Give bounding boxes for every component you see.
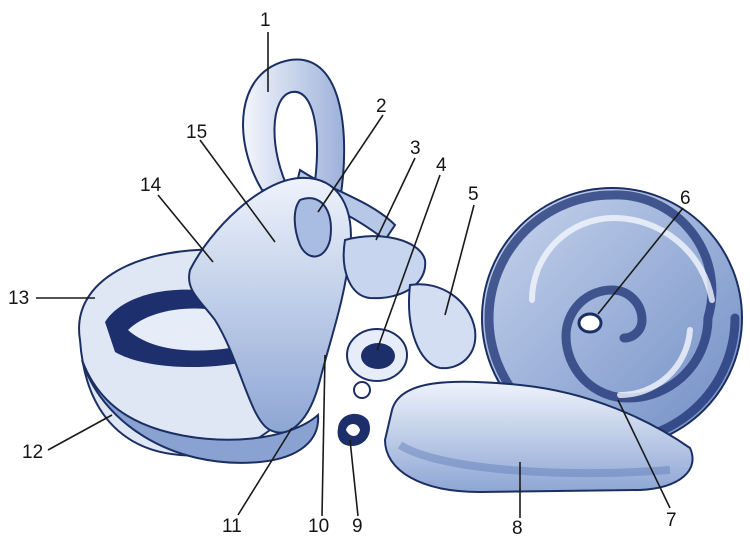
label-9: 9 bbox=[352, 516, 363, 536]
label-6: 6 bbox=[680, 188, 691, 209]
label-10: 10 bbox=[308, 516, 329, 536]
label-11: 11 bbox=[222, 516, 242, 536]
leader-5 bbox=[445, 205, 474, 315]
label-7: 7 bbox=[666, 510, 677, 531]
ampulla bbox=[409, 284, 475, 368]
label-12: 12 bbox=[22, 442, 43, 463]
label-15: 15 bbox=[186, 122, 207, 143]
cochlea-apex bbox=[579, 314, 601, 332]
label-14: 14 bbox=[140, 175, 162, 196]
label-5: 5 bbox=[468, 184, 479, 205]
leader-12 bbox=[48, 415, 112, 450]
leader-10 bbox=[322, 355, 325, 516]
label-4: 4 bbox=[436, 155, 447, 176]
label-1: 1 bbox=[260, 10, 271, 31]
stapes-knob bbox=[354, 382, 370, 398]
label-8: 8 bbox=[512, 518, 523, 536]
label-3: 3 bbox=[410, 138, 421, 159]
leader-3 bbox=[376, 158, 415, 240]
label-13: 13 bbox=[8, 288, 29, 309]
label-2: 2 bbox=[376, 96, 387, 117]
leader-9 bbox=[350, 440, 358, 516]
